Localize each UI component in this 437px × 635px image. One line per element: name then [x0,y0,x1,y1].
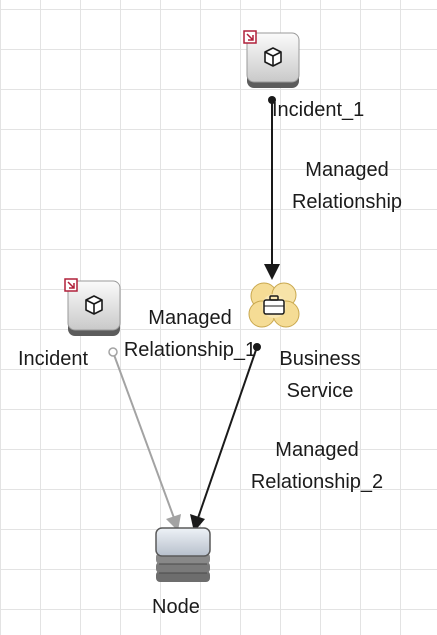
edge-managed-relationship-1[interactable] [108,347,181,531]
shortcut-arrow-icon [64,278,78,292]
edge-label-managed-relationship-1[interactable]: Managed Relationship_1 [118,302,262,366]
node-incident[interactable] [64,278,124,338]
box-3d-icon [85,295,103,315]
node-business-service-label: Business Service [262,343,378,407]
edge-label-line1: Managed [275,439,359,461]
edge-label-managed-relationship-2[interactable]: Managed Relationship_2 [232,434,402,498]
node-node-label: Node [152,596,200,618]
server-stack-icon [155,527,211,582]
box-3d-icon [264,47,282,67]
shortcut-arrow-icon [243,30,257,44]
edge-label-line1: Managed [148,307,232,329]
edge-label-line2: Relationship_2 [250,471,384,493]
node-incident-1[interactable] [243,30,303,90]
edge-label-line1: Managed [305,159,389,181]
node-node[interactable] [153,526,213,586]
edge-label-managed-relationship[interactable]: Managed Relationship [276,154,418,218]
edge-managed-relationship[interactable] [264,96,280,280]
node-business-service[interactable] [242,278,306,332]
business-service-icon [248,282,300,328]
edge-managed-relationship-2[interactable] [190,343,261,532]
business-service-label-line1: Business [279,348,361,370]
edge-label-line2: Relationship [291,191,403,213]
node-incident-label: Incident [18,348,89,370]
business-service-label-line2: Service [286,380,354,402]
node-incident-1-label: Incident_1 [272,99,365,121]
edge-label-line2: Relationship_1 [123,339,257,361]
